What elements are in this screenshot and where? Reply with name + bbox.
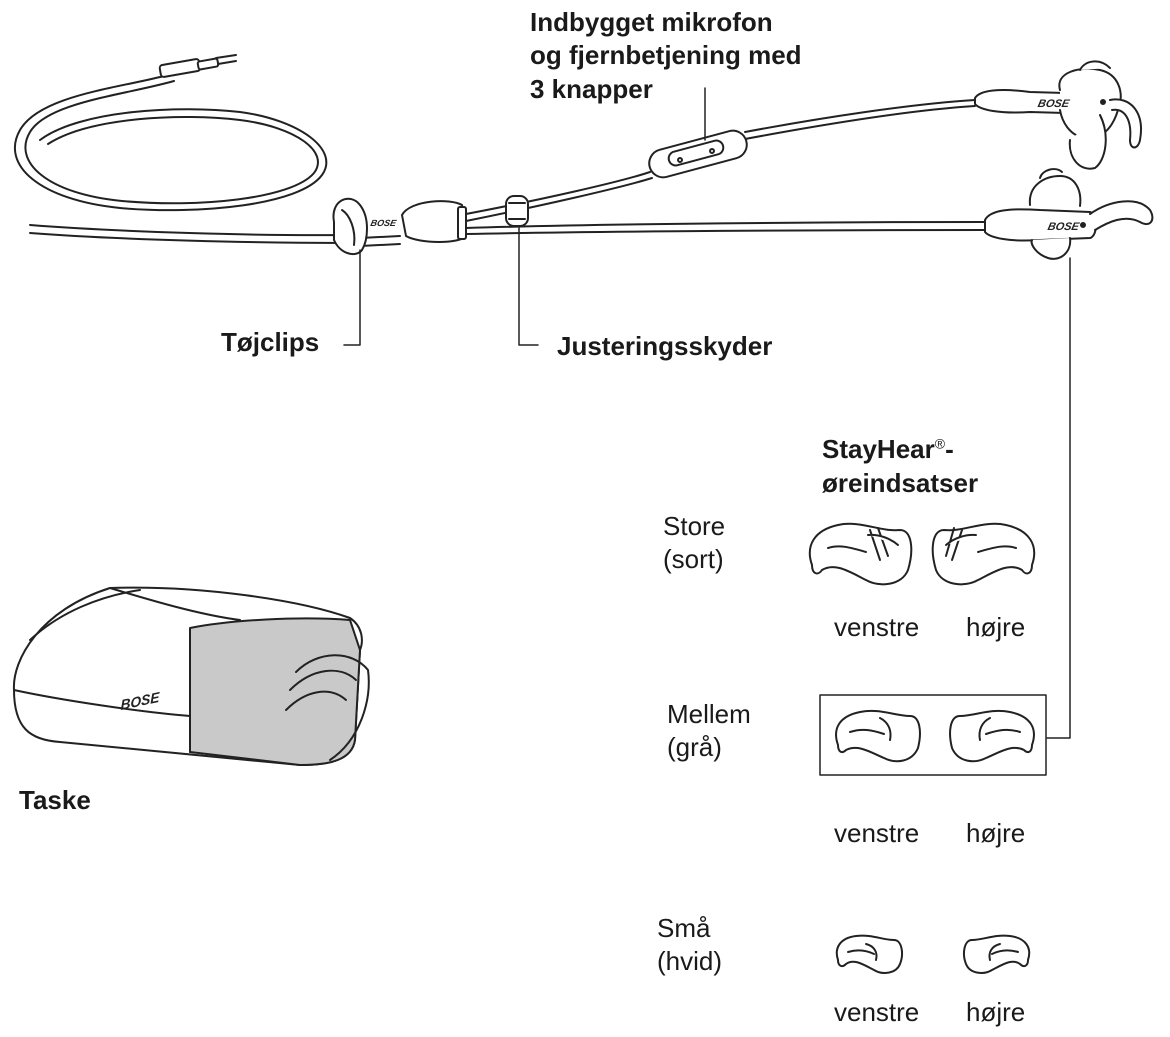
leader-lines (343, 87, 1071, 739)
adjustment-slider-label: Justeringsskyder (557, 331, 773, 361)
size-small-right-label: højre (966, 997, 1026, 1027)
carrying-case: BOSE (12, 586, 370, 766)
clothing-clip (332, 197, 368, 256)
eartip-medium-left (835, 709, 921, 763)
headphone-cable (14, 74, 401, 247)
eartip-small-left (835, 934, 903, 974)
current-tips-box (819, 694, 1047, 776)
size-medium-label: Mellem (grå) (667, 699, 751, 763)
svg-text:BOSE: BOSE (370, 218, 399, 228)
eartip-large-left (808, 522, 913, 586)
registered-mark: ® (934, 435, 946, 452)
clothing-clip-label: Tøjclips (221, 327, 320, 357)
size-large-right-label: højre (966, 612, 1026, 642)
eartip-medium-right (949, 709, 1035, 763)
eartips-heading-brand: StayHear (822, 434, 935, 464)
eartip-large-right (931, 522, 1036, 586)
size-large-label: Store (sort) (663, 511, 726, 575)
adjustment-slider (505, 195, 529, 227)
size-large-left-label: venstre (834, 612, 920, 642)
size-small-left-label: venstre (834, 997, 920, 1027)
earbud-cables (465, 99, 986, 235)
size-small-label: Små (hvid) (657, 913, 723, 977)
inline-remote (648, 129, 748, 179)
eartips-heading: StayHear®- øreindsatser (822, 433, 978, 501)
size-medium-left-label: venstre (834, 818, 920, 848)
cable-splitter: BOSE (370, 200, 467, 243)
svg-text:BOSE: BOSE (1046, 221, 1080, 233)
svg-text:BOSE: BOSE (1037, 98, 1071, 110)
eartips-heading-word: øreindsatser (822, 467, 979, 498)
eartip-small-right (963, 934, 1031, 974)
earbud-right: BOSE (984, 168, 1154, 260)
eartips-heading-dash: - (945, 434, 954, 464)
size-medium-right-label: højre (966, 818, 1026, 848)
audio-plug (158, 54, 237, 78)
case-label: Taske (19, 785, 91, 815)
microphone-remote-label: Indbygget mikrofon og fjernbetjening med… (530, 7, 802, 104)
earbud-left: BOSE (974, 60, 1142, 170)
